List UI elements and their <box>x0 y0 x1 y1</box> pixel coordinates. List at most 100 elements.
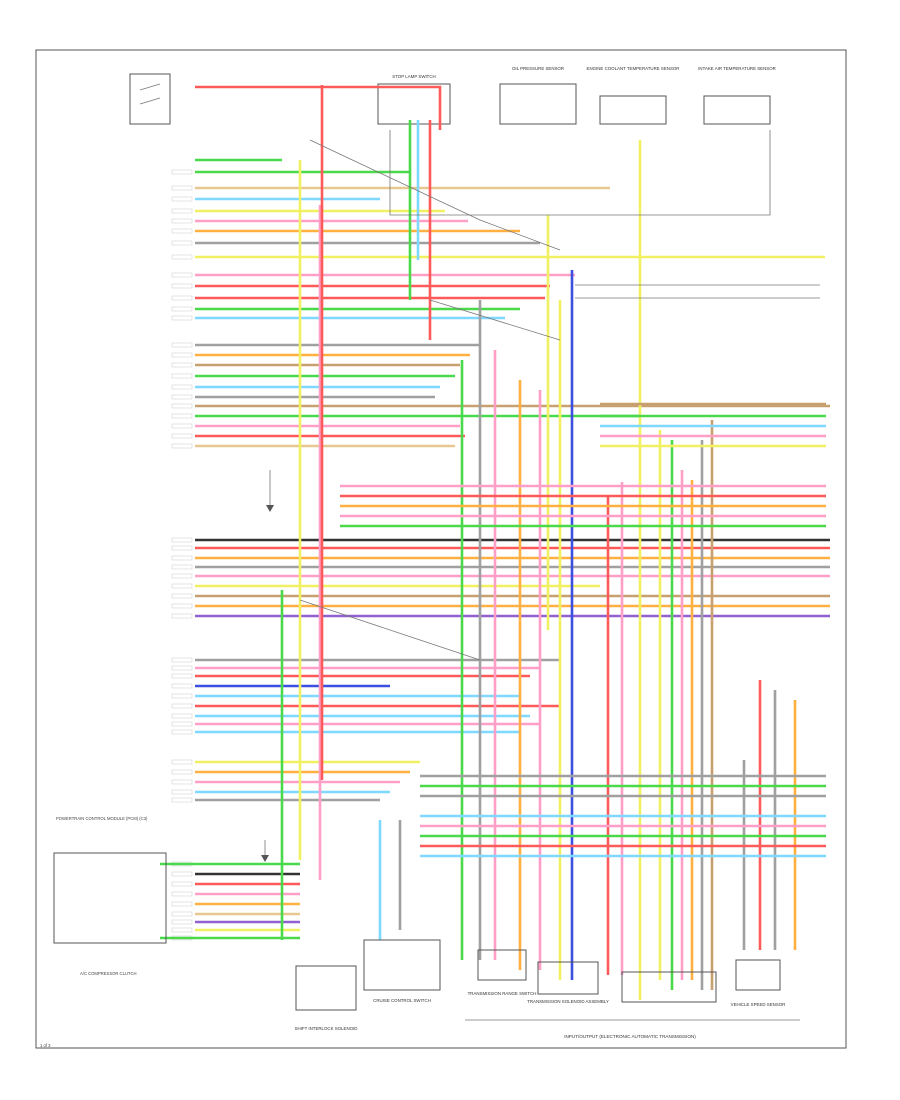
pcm-pin-28 <box>171 573 193 579</box>
oil-sensor-box <box>499 83 577 125</box>
speed-sensor-title: VEHICLE SPEED SENSOR <box>731 1002 786 1007</box>
bottom-connector-box <box>621 971 717 1003</box>
pcm-pin-43 <box>171 769 193 775</box>
pcm-pin-21 <box>171 423 193 429</box>
pcm-pin-16 <box>171 373 193 379</box>
pcm-pin-39 <box>171 713 193 719</box>
left-note: A/C COMPRESSOR CLUTCH <box>80 971 137 976</box>
brake-switch-title: STOP LAMP SWITCH <box>392 74 435 79</box>
component-trans-range: TRANSMISSION RANGE SWITCH <box>468 949 537 996</box>
ect-sensor-title: ENGINE COOLANT TEMPERATURE SENSOR <box>587 66 680 71</box>
pcm-pin-24 <box>171 537 193 543</box>
pcm-pin-19 <box>171 403 193 409</box>
component-oil-sensor: OIL PRESSURE SENSOR <box>499 66 577 125</box>
pcm-pin-7 <box>171 254 193 260</box>
pcm-pin-34 <box>171 665 193 671</box>
pcm-pin-column <box>171 169 193 941</box>
component-speed-sensor: VEHICLE SPEED SENSOR <box>731 959 786 1007</box>
trans-solenoid-box <box>537 961 599 995</box>
iat-sensor-box <box>703 95 771 125</box>
pcm-pin-12 <box>171 315 193 321</box>
pcm-pin-26 <box>171 555 193 561</box>
pcm-pin-9 <box>171 283 193 289</box>
component-trans-solenoid: TRANSMISSION SOLENOID ASSEMBLY <box>527 961 609 1004</box>
speed-sensor-box <box>735 959 781 991</box>
component-cruise-switch: CRUISE CONTROL SWITCH <box>363 939 441 1003</box>
pcm-pin-15 <box>171 362 193 368</box>
pcm-pin-23 <box>171 443 193 449</box>
pcm-pin-0 <box>171 169 193 175</box>
pcm-pin-54 <box>171 927 193 933</box>
pcm-pin-13 <box>171 342 193 348</box>
pcm-pin-4 <box>171 218 193 224</box>
pcm-pin-6 <box>171 240 193 246</box>
pcm-pin-51 <box>171 901 193 907</box>
sensor-ground-bus <box>389 130 771 216</box>
pcm-pin-35 <box>171 673 193 679</box>
harness-lines <box>261 130 820 1021</box>
iat-sensor-title: INTAKE AIR TEMPERATURE SENSOR <box>698 66 776 71</box>
pcm-pin-36 <box>171 683 193 689</box>
pcm-pin-2 <box>171 196 193 202</box>
pcm-pin-45 <box>171 789 193 795</box>
pcm-pin-18 <box>171 394 193 400</box>
splice-line-1 <box>309 139 561 251</box>
component-brake-switch: STOP LAMP SWITCH <box>377 74 451 125</box>
pcm-pin-17 <box>171 384 193 390</box>
pcm-pin-46 <box>171 797 193 803</box>
pcm-pin-48 <box>171 871 193 877</box>
pcm-pin-49 <box>171 881 193 887</box>
ect-sensor-box <box>599 95 667 125</box>
arrow-head-icon-2 <box>261 855 269 862</box>
pcm-pin-5 <box>171 228 193 234</box>
pcm-pin-33 <box>171 657 193 663</box>
pcm-pin-10 <box>171 295 193 301</box>
cruise-switch-title: CRUISE CONTROL SWITCH <box>373 998 431 1003</box>
trans-range-box <box>477 949 527 981</box>
pcm-pin-44 <box>171 779 193 785</box>
pcm-pin-37 <box>171 693 193 699</box>
splice-line-3 <box>299 599 481 661</box>
pcm-pin-42 <box>171 759 193 765</box>
switch-contact-2 <box>139 97 161 105</box>
pcm-pin-14 <box>171 352 193 358</box>
component-shift-interlock: SHIFT INTERLOCK SOLENOID <box>295 965 357 1031</box>
pcm-lower-note: POWERTRAIN CONTROL MODULE (PCM) (C3) <box>56 816 148 821</box>
pcm-pin-20 <box>171 413 193 419</box>
arrow-head-icon <box>266 505 274 512</box>
wire-harness <box>160 85 830 1000</box>
trans-solenoid-title: TRANSMISSION SOLENOID ASSEMBLY <box>527 999 609 1004</box>
switch-contact-1 <box>139 83 161 91</box>
pcm-pin-52 <box>171 911 193 917</box>
pcm-pin-1 <box>171 185 193 191</box>
pcm-pin-29 <box>171 583 193 589</box>
shift-interlock-box <box>295 965 357 1011</box>
pcm-pin-3 <box>171 208 193 214</box>
trans-range-title: TRANSMISSION RANGE SWITCH <box>468 991 537 996</box>
pcm-pin-41 <box>171 729 193 735</box>
pcm-pin-53 <box>171 919 193 925</box>
component-iat-sensor: INTAKE AIR TEMPERATURE SENSOR <box>698 66 776 125</box>
wire-top-red <box>195 85 442 130</box>
pcm-pin-31 <box>171 603 193 609</box>
pcm-pin-40 <box>171 721 193 727</box>
component-pcm-lower: POWERTRAIN CONTROL MODULE (PCM) (C3) <box>53 816 167 944</box>
component-ect-sensor: ENGINE COOLANT TEMPERATURE SENSOR <box>587 66 680 125</box>
pcm-pin-27 <box>171 564 193 570</box>
pcm-pin-8 <box>171 272 193 278</box>
oil-sensor-title: OIL PRESSURE SENSOR <box>512 66 564 71</box>
pcm-lower-box <box>53 852 167 944</box>
pcm-pin-25 <box>171 545 193 551</box>
pcm-pin-32 <box>171 613 193 619</box>
component-top-left-switch <box>129 73 171 125</box>
image-code: 1 of 3 <box>40 1043 51 1048</box>
top-left-switch-box <box>129 73 171 125</box>
pcm-pin-30 <box>171 593 193 599</box>
splice-line-2 <box>429 299 561 341</box>
cruise-switch-box <box>363 939 441 991</box>
diagram-frame <box>35 49 847 1049</box>
component-bottom-connector <box>621 971 717 1003</box>
pcm-pin-38 <box>171 703 193 709</box>
pcm-pin-22 <box>171 433 193 439</box>
